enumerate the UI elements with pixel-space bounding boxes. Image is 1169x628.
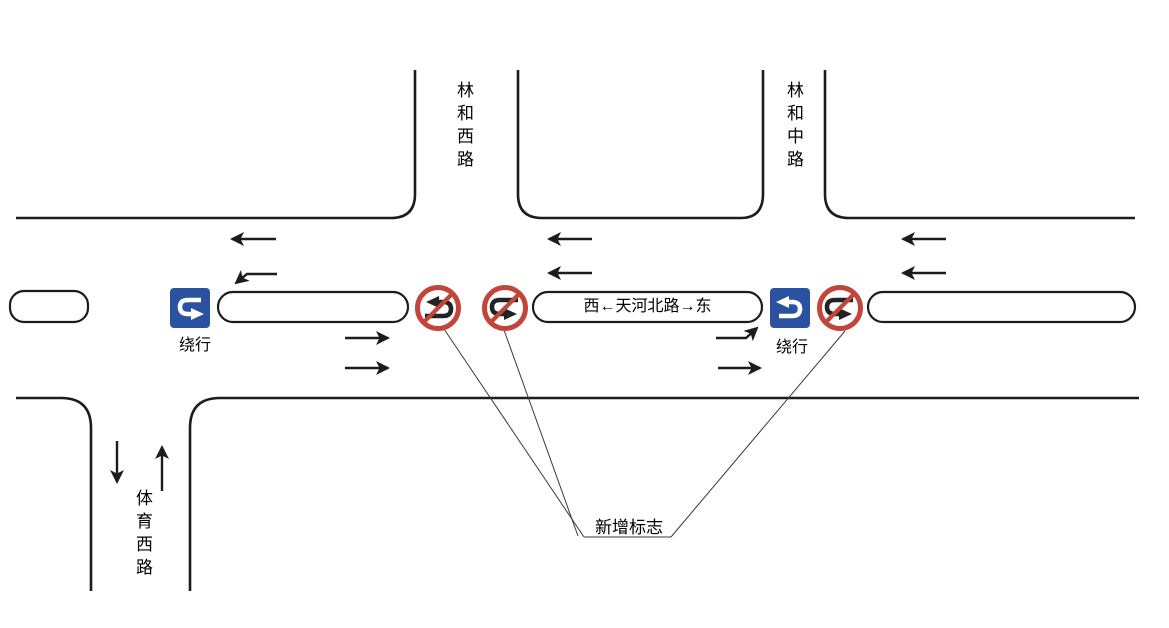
callout-line-2 [503,329,579,537]
road-edge-top-west [16,70,417,220]
eastbound-merge-arrow [716,326,759,342]
road-edge-top-east [823,70,1135,220]
detour-sign-east-icon [770,288,810,328]
callout-line-1 [443,328,585,538]
detour-sign-west-label: 绕行 [178,337,211,354]
median-strip-east [866,290,1137,324]
road-label-tianhe-north: 西←天河北路→东 [583,298,712,315]
road-edge-top-middle [516,70,765,220]
road-edge-bottom-west [16,396,93,591]
no-u-turn-sign-1-icon [415,285,461,331]
no-u-turn-sign-2-icon [482,285,528,331]
new-signs-annotation: 新增标志 [595,518,663,537]
detour-sign-east-label: 绕行 [775,339,808,356]
detour-sign-west-icon [170,288,210,328]
median-strip-center [531,290,764,324]
road-label-tiyu-west: 体育西路 [133,489,152,581]
callout-line-3 [670,330,846,538]
median-strip-west [216,290,410,324]
median-strip-far-west [8,289,90,324]
road-edge-bottom-east [188,396,1139,591]
westbound-merge-arrow [234,269,277,285]
road-label-linhe-middle: 林和中路 [784,81,803,173]
road-label-linhe-west: 林和西路 [454,81,473,173]
no-u-turn-sign-3-icon [817,285,863,331]
